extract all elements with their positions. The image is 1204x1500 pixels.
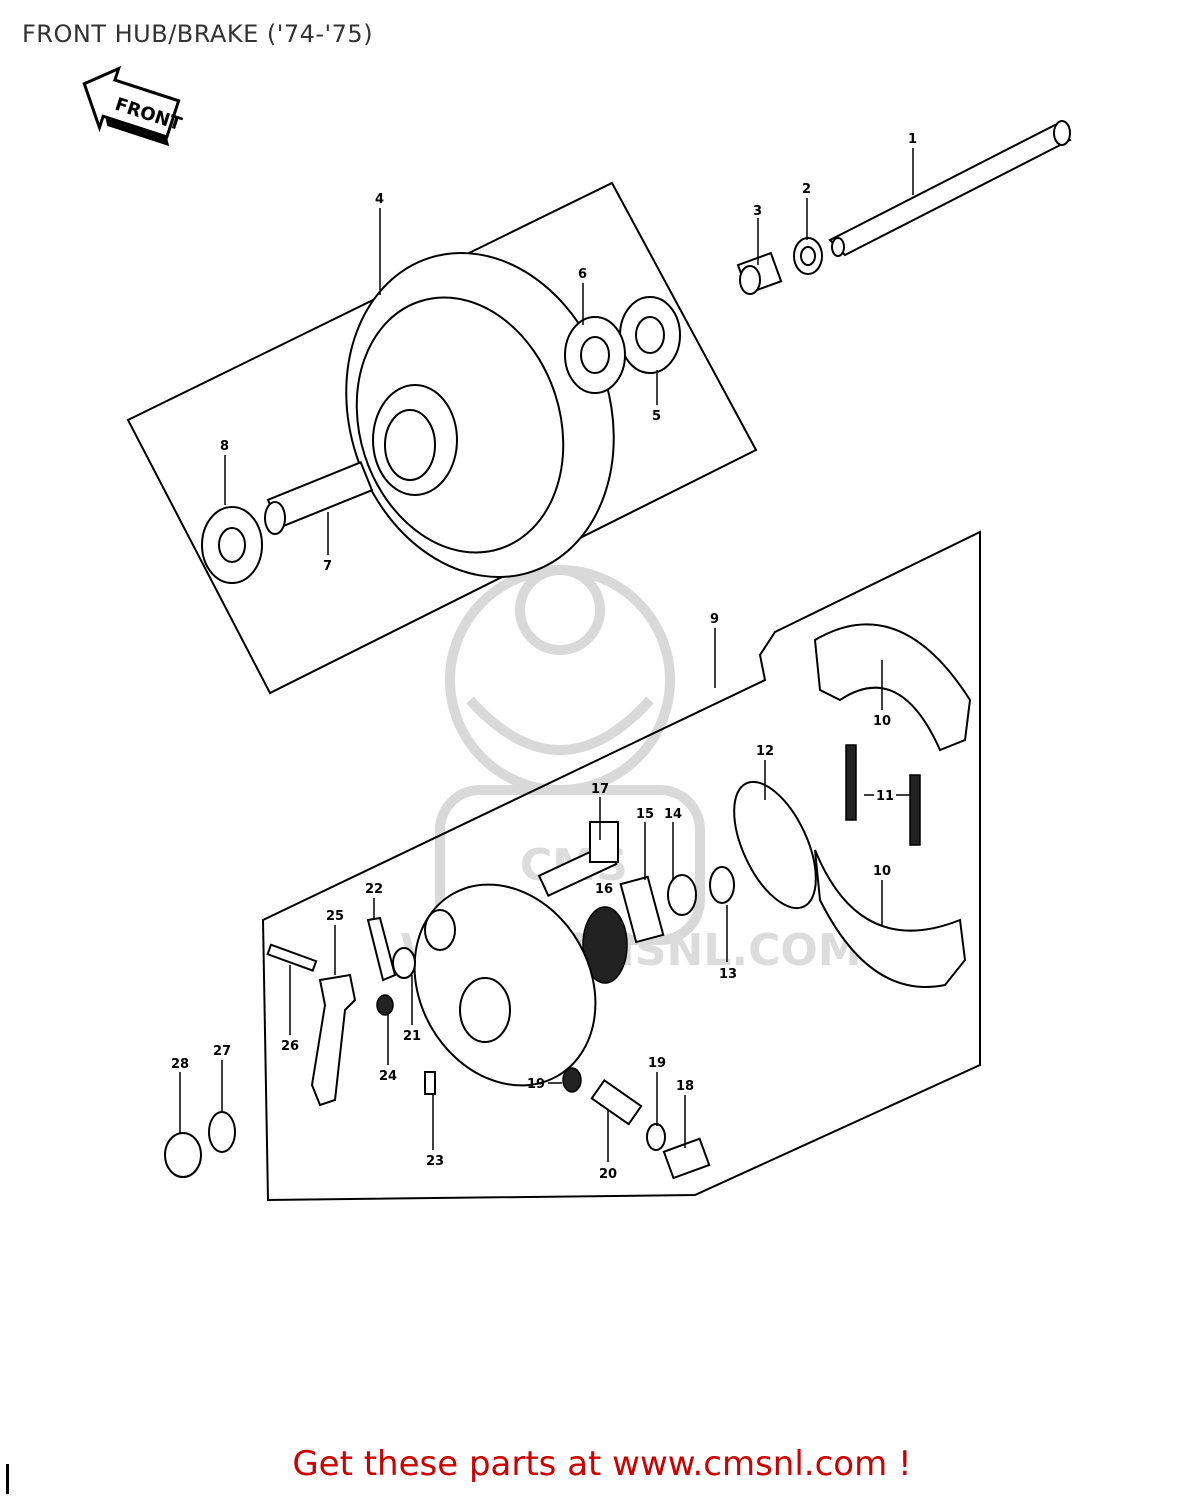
callout-10-upper: 10 xyxy=(873,714,891,729)
callout-4: 4 xyxy=(375,192,384,207)
ring-part xyxy=(392,947,416,979)
callout-19-right: 19 xyxy=(648,1056,666,1071)
brake-seal-ring xyxy=(733,780,817,910)
callout-25: 25 xyxy=(326,909,344,924)
speedometer-gear-part xyxy=(582,906,628,984)
callout-5: 5 xyxy=(652,409,661,424)
callout-11: 11 xyxy=(876,789,894,804)
spacer-part xyxy=(264,461,374,535)
callout-28: 28 xyxy=(171,1057,189,1072)
callout-27: 27 xyxy=(213,1044,231,1059)
callout-22: 22 xyxy=(365,882,383,897)
axle-nut-part xyxy=(164,1132,202,1178)
brake-shoe-lower-part xyxy=(814,849,967,988)
gear-washer-part xyxy=(667,874,697,916)
callout-7: 7 xyxy=(323,559,332,574)
callout-23: 23 xyxy=(426,1154,444,1169)
pin-part xyxy=(424,1071,436,1095)
clip-part xyxy=(709,866,735,904)
lever-washer-part xyxy=(208,1111,236,1153)
callout-14: 14 xyxy=(664,807,682,822)
wheel-hub-part xyxy=(345,252,615,578)
page-title: FRONT HUB/BRAKE ('74-'75) xyxy=(22,20,374,48)
brake-panel-part xyxy=(413,883,597,1087)
callout-24: 24 xyxy=(379,1069,397,1084)
callout-18: 18 xyxy=(676,1079,694,1094)
callout-9: 9 xyxy=(710,612,719,627)
parts-footer-link[interactable]: Get these parts at www.cmsnl.com ! xyxy=(0,1444,1204,1484)
brake-group-frame xyxy=(261,530,981,1202)
collar-part xyxy=(736,251,783,295)
axle-part xyxy=(828,120,1072,257)
bolt-part xyxy=(266,943,318,972)
brake-lever-part xyxy=(310,973,357,1107)
callout-1: 1 xyxy=(908,132,917,147)
callout-2: 2 xyxy=(802,182,811,197)
leader-lines xyxy=(179,148,914,1162)
callout-8: 8 xyxy=(220,439,229,454)
gear-plate-part xyxy=(619,875,665,944)
callout-17: 17 xyxy=(591,782,609,797)
nut-small-part xyxy=(376,994,394,1016)
callout-13: 13 xyxy=(719,967,737,982)
callout-15: 15 xyxy=(636,807,654,822)
o-ring-part xyxy=(646,1123,666,1151)
callout-21: 21 xyxy=(403,1029,421,1044)
indicator-plate-part xyxy=(366,916,397,982)
callout-labels: 1 2 3 4 5 6 7 8 9 10 10 11 12 13 14 15 1… xyxy=(171,132,917,1182)
callout-12: 12 xyxy=(756,744,774,759)
callout-10-lower: 10 xyxy=(873,864,891,879)
callout-16: 16 xyxy=(595,882,613,897)
footer-link-text[interactable]: Get these parts at www.cmsnl.com ! xyxy=(292,1444,912,1484)
plug-part xyxy=(662,1137,711,1180)
callout-3: 3 xyxy=(753,204,762,219)
exploded-parts-diagram: CMS WWW.CMSNL.COM FRONT xyxy=(82,65,1072,1202)
edge-marker xyxy=(6,1464,9,1494)
front-direction-arrow: FRONT xyxy=(82,65,185,147)
brake-shoe-upper-part xyxy=(813,623,972,752)
spring-part xyxy=(845,744,857,821)
callout-20: 20 xyxy=(599,1167,617,1182)
pinion-part xyxy=(590,1078,643,1126)
callout-26: 26 xyxy=(281,1039,299,1054)
callout-19-left: 19 xyxy=(527,1077,545,1092)
camshaft-part xyxy=(537,821,619,897)
callout-6: 6 xyxy=(578,267,587,282)
